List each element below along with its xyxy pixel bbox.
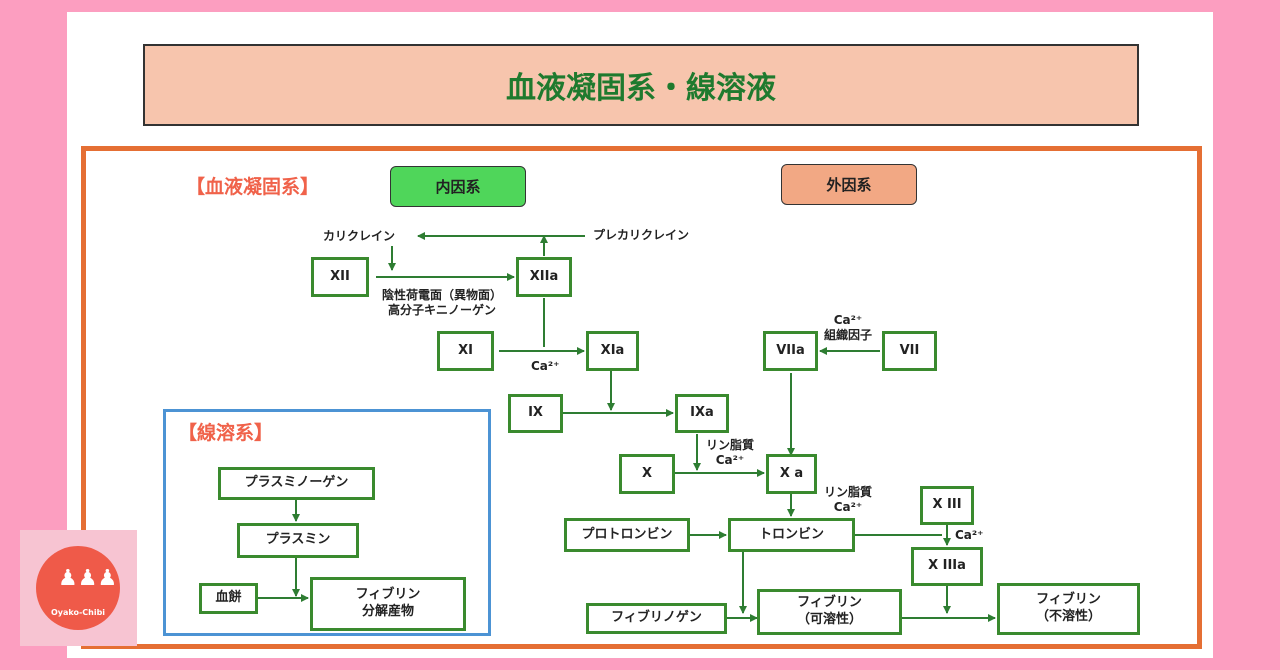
surface-label: 陰性荷電面（異物面） 高分子キニノーゲン — [382, 288, 503, 317]
coagulation-frame — [81, 146, 1202, 649]
coagulation-section-title: 【血液凝固系】 — [186, 176, 320, 198]
prothrombin-node: プロトロンビン — [564, 518, 690, 552]
ca-tissue-factor-label: Ca²⁺ 組織因子 — [824, 313, 873, 342]
factor-xiiia-node: X IIIa — [911, 547, 983, 586]
plasminogen-node: プラスミノーゲン — [218, 467, 375, 500]
factor-viia-node: VIIa — [763, 331, 818, 371]
lipid-ca-label-xa: リン脂質 Ca²⁺ — [824, 485, 873, 514]
page-title: 血液凝固系・線溶液 — [143, 44, 1139, 126]
factor-ixa-node: IXa — [675, 394, 729, 433]
factor-xii-node: XII — [311, 257, 369, 297]
factor-ix-node: IX — [508, 394, 563, 433]
fibrinolysis-section-title: 【線溶系】 — [178, 422, 274, 444]
fibrin-degradation-products-node: フィブリン 分解産物 — [310, 577, 466, 631]
factor-vii-node: VII — [882, 331, 937, 371]
factor-xia-node: XIa — [586, 331, 639, 371]
plasmin-node: プラスミン — [237, 523, 359, 558]
ca-xi-label: Ca²⁺ — [531, 359, 560, 373]
kallikrein-label: カリクレイン — [323, 229, 396, 243]
logo-brand-text: Oyako-Chibi — [50, 608, 106, 617]
brand-logo: ♟♟♟ Oyako-Chibi — [36, 546, 120, 630]
factor-xiii-node: X III — [920, 486, 974, 525]
fibrinolysis-frame — [163, 409, 491, 636]
ca-xiii-label: Ca²⁺ — [955, 528, 984, 542]
fibrin-insoluble-node: フィブリン （不溶性） — [997, 583, 1140, 635]
clot-node: 血餅 — [199, 583, 258, 614]
lipid-ca-label-ixa: リン脂質 Ca²⁺ — [706, 438, 755, 467]
fibrinogen-node: フィブリノゲン — [586, 603, 727, 634]
factor-xiia-node: XIIa — [516, 257, 572, 297]
factor-xa-node: X a — [766, 454, 817, 494]
fibrin-soluble-node: フィブリン （可溶性） — [757, 589, 902, 635]
family-icon: ♟♟♟ — [58, 566, 118, 591]
factor-xi-node: XI — [437, 331, 494, 371]
prekallikrein-label: プレカリクレイン — [593, 228, 690, 242]
thrombin-node: トロンビン — [728, 518, 855, 552]
intrinsic-pathway-header: 内因系 — [390, 166, 526, 207]
factor-x-node: X — [619, 454, 675, 494]
extrinsic-pathway-header: 外因系 — [781, 164, 917, 205]
